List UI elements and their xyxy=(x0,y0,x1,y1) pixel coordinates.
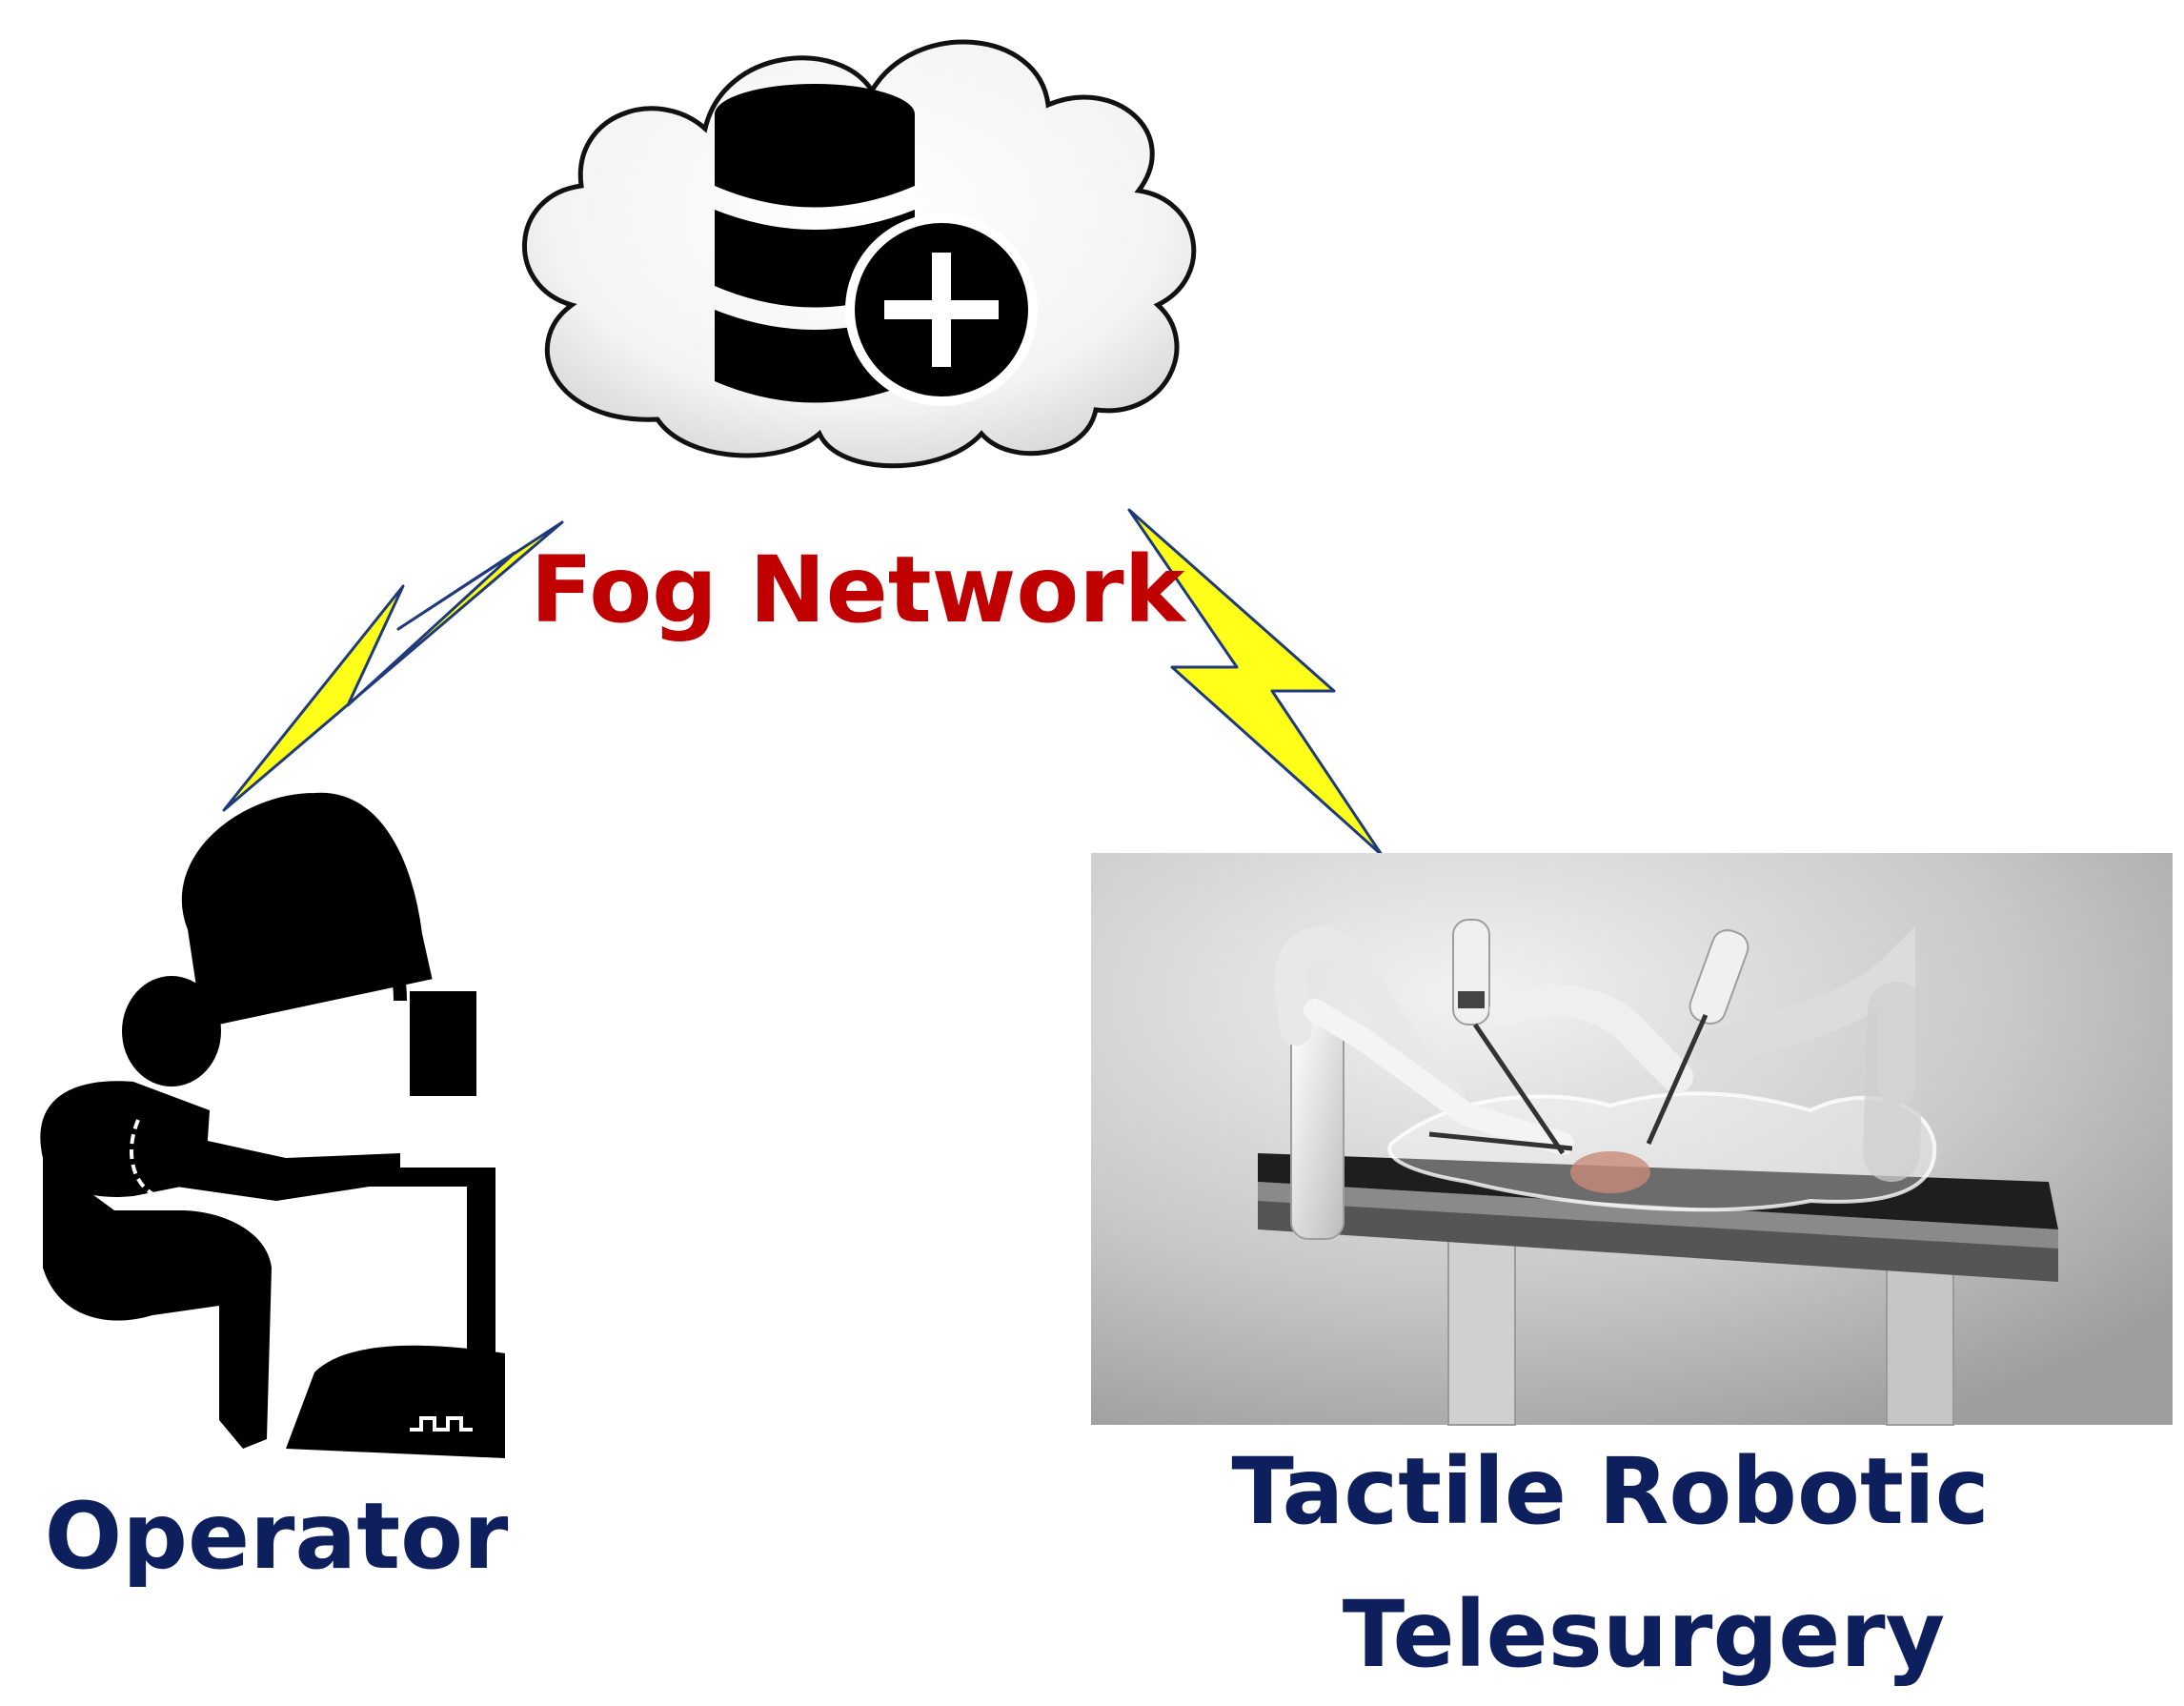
plus-badge-icon xyxy=(845,213,1038,406)
robotic-telesurgery-label-line1: Tactile Robotic xyxy=(1231,1438,1989,1545)
operator-label: Operator xyxy=(45,1483,509,1590)
lightning-link-operator-icon xyxy=(222,520,564,812)
operator-icon xyxy=(40,792,505,1458)
fog-network-label: Fog Network xyxy=(531,537,1187,643)
robotic-surgery-image xyxy=(1091,853,2173,1426)
robotic-telesurgery-label-line2: Telesurgery xyxy=(1343,1581,1945,1688)
